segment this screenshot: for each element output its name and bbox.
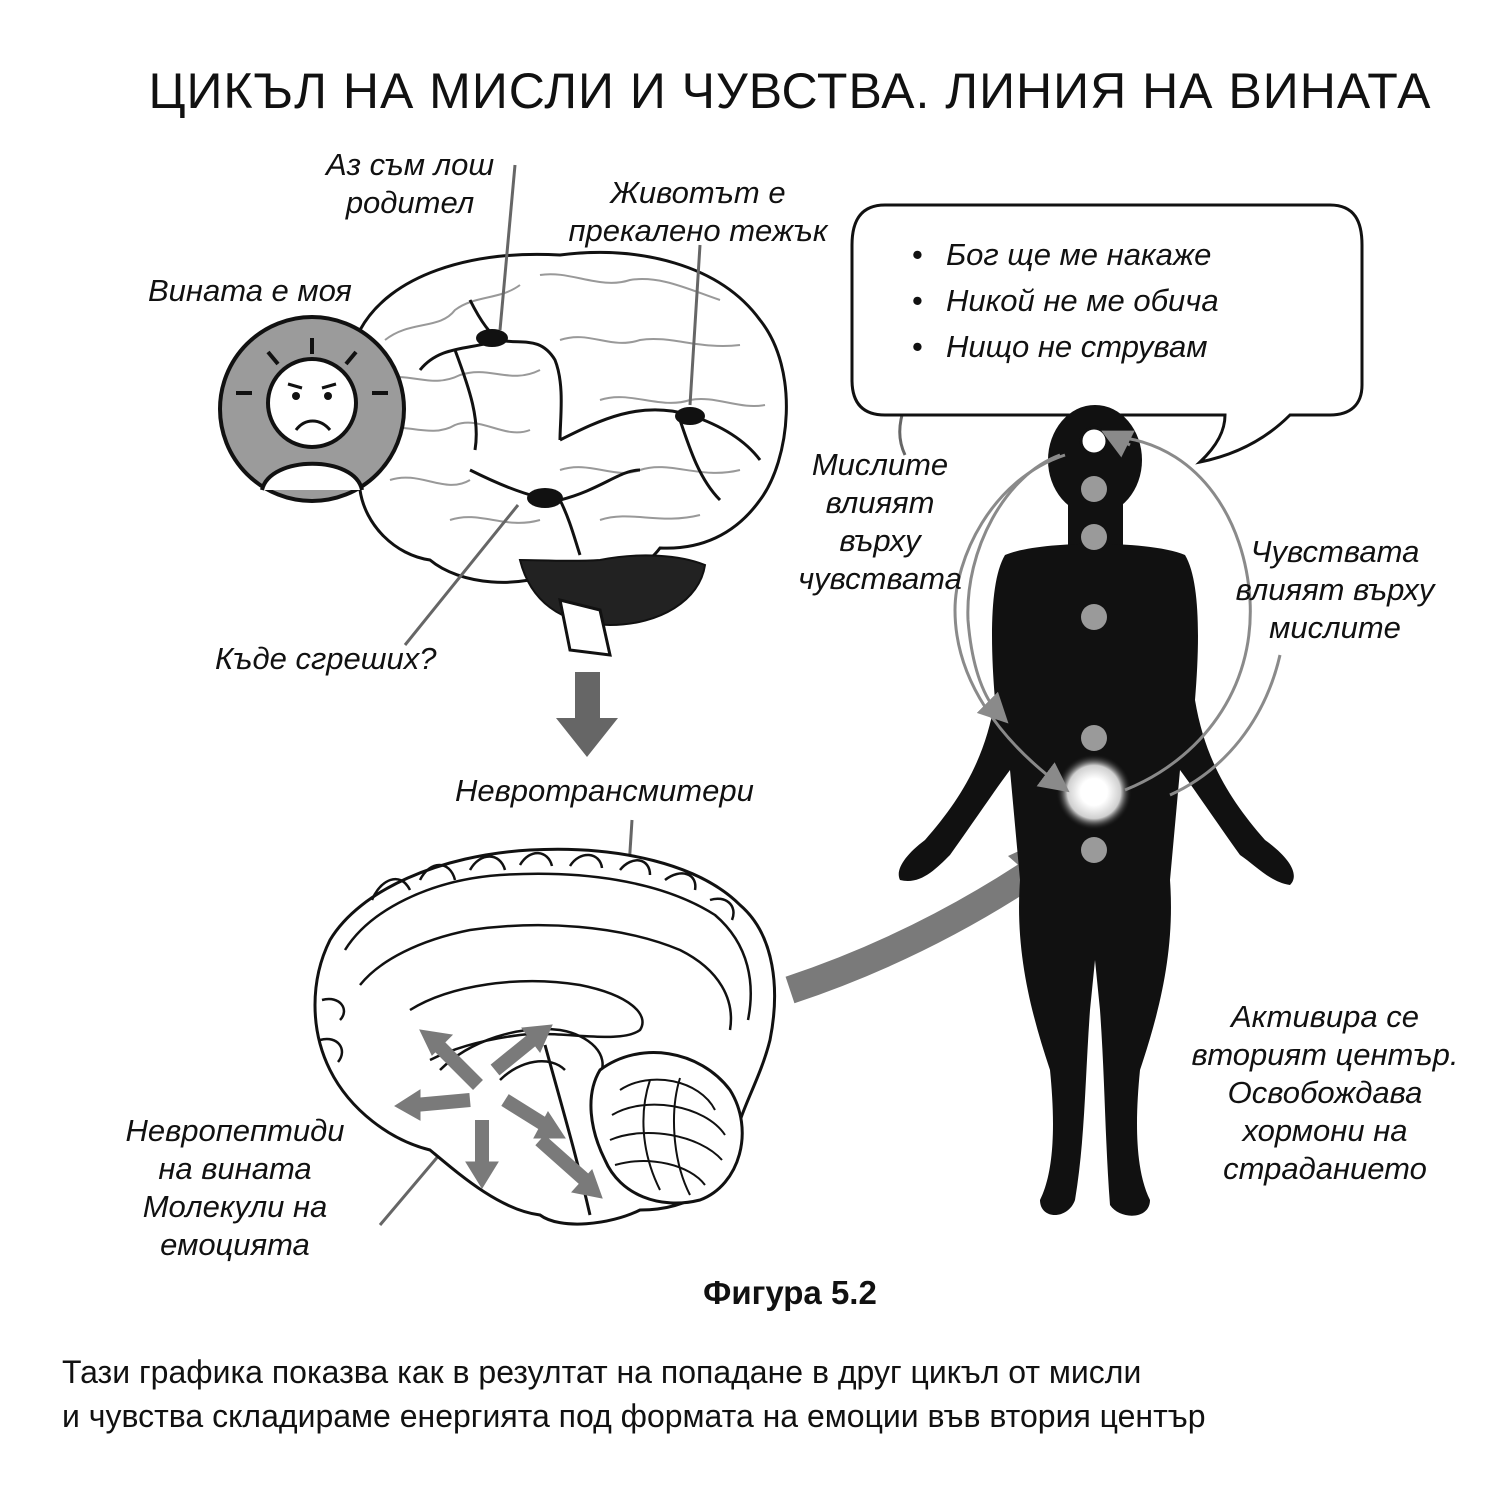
- label-line: родител: [345, 185, 475, 220]
- label-line: прекалено тежък: [568, 213, 828, 248]
- label-line: Мислите: [811, 447, 949, 482]
- label-line: върху: [839, 523, 921, 558]
- label-line: влияят: [825, 485, 935, 520]
- upper-brain: [339, 251, 788, 657]
- label-neurotransmitters: Невротрансмитери: [455, 773, 754, 808]
- chakra-points: [1056, 426, 1132, 863]
- label-feelings-affect-thoughts: Чувствата влияят върху мислите: [1210, 533, 1460, 647]
- label-bad-parent: Аз съм лош родител: [300, 146, 520, 222]
- label-line: влияят върху: [1235, 572, 1435, 607]
- label-line: вторият център.: [1191, 1037, 1459, 1072]
- label-thoughts-affect-feelings: Мислите влияят върху чувствата: [780, 446, 980, 598]
- label-line: емоцията: [160, 1227, 310, 1262]
- down-arrow: [556, 672, 618, 757]
- thought-item: Никой не ме обича: [912, 278, 1219, 324]
- label-line: Активира се: [1231, 999, 1419, 1034]
- label-second-center: Активира се вторият център. Освобождава …: [1180, 998, 1470, 1188]
- label-line: Освобождава: [1227, 1075, 1423, 1110]
- label-line: страданието: [1223, 1151, 1427, 1186]
- cerebellum: [589, 1051, 744, 1205]
- caption-line: и чувства складираме енергията под форма…: [62, 1398, 1206, 1434]
- label-neuropeptides: Невропептиди на вината Молекули на емоци…: [100, 1112, 370, 1264]
- lower-brain: [313, 847, 777, 1226]
- label-line: Молекули на: [142, 1189, 328, 1224]
- label-line: Чувствата: [1250, 534, 1420, 569]
- label-line: на вината: [158, 1151, 312, 1186]
- curved-arrow: [785, 858, 1043, 1004]
- page-title: ЦИКЪЛ НА МИСЛИ И ЧУВСТВА. ЛИНИЯ НА ВИНАТ…: [148, 63, 1432, 119]
- thought-item: Бог ще ме накаже: [912, 232, 1219, 278]
- label-line: мислите: [1269, 610, 1401, 645]
- thought-item: Нищо не струвам: [912, 324, 1219, 370]
- figure-caption: Тази графика показва как в резултат на п…: [62, 1350, 1482, 1438]
- label-where-wrong: Къде сгреших?: [215, 641, 437, 676]
- figure-label: Фигура 5.2: [703, 1274, 877, 1311]
- label-life-too-hard: Животът е прекалено тежък: [548, 174, 848, 250]
- caption-line: Тази графика показва как в резултат на п…: [62, 1354, 1142, 1390]
- thought-bubble-list: Бог ще ме накаже Никой не ме обича Нищо …: [912, 232, 1219, 370]
- label-line: Животът е: [610, 175, 786, 210]
- label-line: Невропептиди: [125, 1113, 345, 1148]
- label-line: хормони на: [1242, 1113, 1408, 1148]
- sad-face-icon: [218, 315, 406, 503]
- label-line: чувствата: [798, 561, 962, 596]
- label-my-fault: Вината е моя: [148, 273, 352, 308]
- label-line: Аз съм лош: [325, 147, 495, 182]
